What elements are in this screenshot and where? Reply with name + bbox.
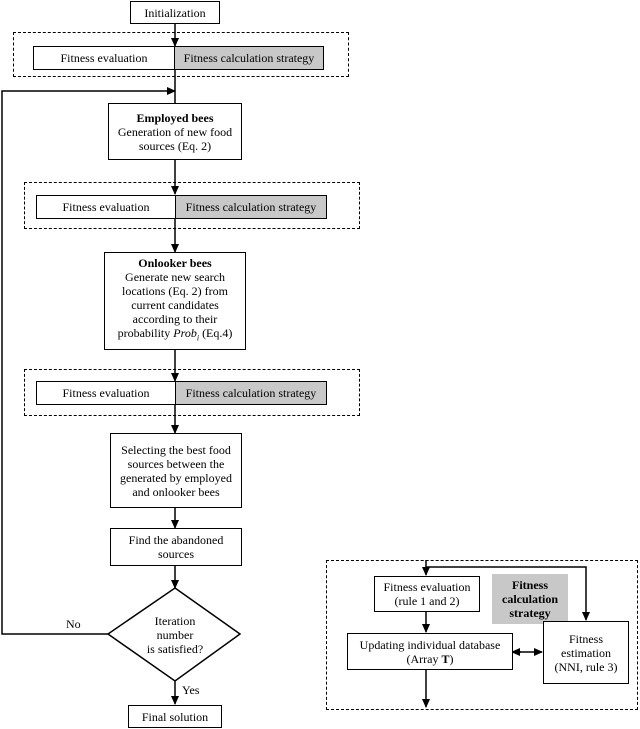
fitness-group-3 <box>24 369 360 416</box>
final-solution-box: Final solution <box>128 705 222 728</box>
decision-text: Iteration number is satisfied? <box>125 614 225 656</box>
employed-bees-title: Employed bees <box>136 110 214 125</box>
panel-fitness-strategy-box: Fitness calculation strategy <box>492 574 568 624</box>
fitness-strategy-label: Fitness calculation strategy <box>183 51 315 65</box>
fitness-strategy-box-1: Fitness calculation strategy <box>174 46 324 70</box>
onlooker-bees-box: Onlooker bees Generate new search locati… <box>104 252 246 350</box>
array-symbol: T <box>441 651 450 666</box>
decision-line-2: number <box>156 628 194 642</box>
yes-label: Yes <box>182 683 200 697</box>
panel-fitness-evaluation-box: Fitness evaluation (rule 1 and 2) <box>374 576 480 612</box>
onlooker-line-5: probability Probi (Eq.4) <box>118 326 233 345</box>
fitness-strategy-box-3: Fitness calculation strategy <box>175 381 327 405</box>
decision-diamond <box>106 587 242 682</box>
selecting-label: Selecting the best food sources between … <box>120 442 232 499</box>
prob-subscript: i <box>196 333 200 343</box>
updating-line-2: (Array T) <box>407 652 454 666</box>
decision-line-1: Iteration <box>154 614 196 628</box>
updating-prefix: (Array <box>406 651 442 666</box>
updating-line-1: Updating individual database <box>359 637 501 652</box>
panel-fitness-evaluation-label: Fitness evaluation (rule 1 and 2) <box>383 580 471 608</box>
fitness-evaluation-box-2: Fitness evaluation <box>36 195 176 219</box>
prob-symbol: Prob <box>173 326 197 341</box>
panel-branch-line <box>426 566 590 621</box>
onlooker-line-2: locations (Eq. 2) from <box>122 284 228 299</box>
fitness-evaluation-box-1: Fitness evaluation <box>33 46 175 70</box>
onlooker-line-4: according to their <box>132 312 218 327</box>
decision-line-3: is satisfied? <box>146 642 204 656</box>
loop-back-line <box>1 87 176 635</box>
fitness-estimation-label: Fitness estimation (NNI, rule 3) <box>554 631 618 674</box>
fitness-evaluation-box-3: Fitness evaluation <box>36 381 176 405</box>
onlooker-line-3: current candidates <box>131 298 219 313</box>
fitness-strategy-label: Fitness calculation strategy <box>185 200 317 214</box>
find-abandoned-label: Find the abandoned sources <box>128 533 224 561</box>
onlooker-bees-title: Onlooker bees <box>138 256 212 271</box>
find-abandoned-box: Find the abandoned sources <box>110 528 242 566</box>
selecting-box: Selecting the best food sources between … <box>110 433 242 508</box>
fitness-strategy-box-2: Fitness calculation strategy <box>175 195 327 219</box>
fitness-evaluation-label: Fitness evaluation <box>62 386 150 400</box>
updating-database-box: Updating individual database (Array T) <box>347 633 513 670</box>
onlooker-line-1: Generate new search <box>125 270 225 285</box>
employed-bees-text: Generation of new food sources (Eq. 2) <box>117 124 233 153</box>
prob-equation-ref: (Eq.4) <box>202 326 233 341</box>
fitness-evaluation-label: Fitness evaluation <box>62 200 150 214</box>
probability-label: probability <box>117 326 171 341</box>
final-solution-label: Final solution <box>141 709 209 724</box>
initialization-label: Initialization <box>144 5 206 20</box>
employed-bees-box: Employed bees Generation of new food sou… <box>108 103 242 160</box>
updating-suffix: ) <box>449 651 454 666</box>
initialization-box: Initialization <box>130 1 220 24</box>
fitness-evaluation-label: Fitness evaluation <box>60 51 148 65</box>
fitness-group-1 <box>13 32 349 77</box>
fitness-group-2 <box>24 182 360 229</box>
no-label: No <box>66 617 81 631</box>
detail-panel <box>326 560 638 710</box>
panel-fitness-strategy-label: Fitness calculation strategy <box>502 578 558 620</box>
fitness-strategy-label: Fitness calculation strategy <box>185 386 317 400</box>
fitness-estimation-box: Fitness estimation (NNI, rule 3) <box>543 621 629 684</box>
